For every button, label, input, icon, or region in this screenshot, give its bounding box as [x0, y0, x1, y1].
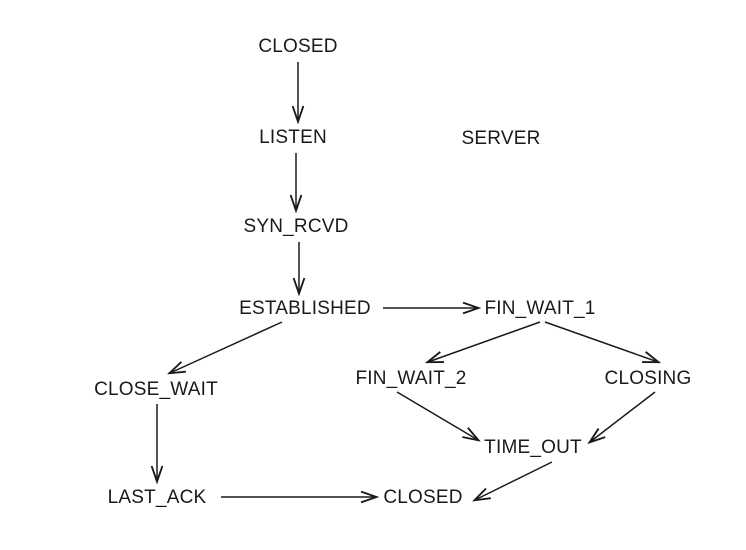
edge-fin-wait-2-to-time-out — [396, 391, 478, 440]
edge-established-to-close-wait — [170, 321, 283, 373]
state-node-closed-bottom: CLOSED — [383, 487, 463, 508]
state-node-fin-wait-2: FIN_WAIT_2 — [355, 368, 467, 389]
edge-closing-to-time-out — [590, 391, 656, 442]
state-node-syn-rcvd: SYN_RCVD — [243, 216, 349, 237]
state-node-last-ack: LAST_ACK — [107, 487, 207, 508]
state-node-listen: LISTEN — [259, 127, 327, 148]
state-node-time-out: TIME_OUT — [484, 437, 582, 458]
state-node-close-wait: CLOSE_WAIT — [94, 379, 218, 400]
state-node-closed-top: CLOSED — [258, 36, 338, 57]
edge-fin-wait-1-to-fin-wait-2 — [428, 321, 541, 362]
edge-time-out-to-closed-bottom — [475, 461, 553, 500]
state-node-fin-wait-1: FIN_WAIT_1 — [484, 298, 596, 319]
state-node-established: ESTABLISHED — [239, 298, 371, 319]
edge-fin-wait-1-to-closing — [544, 321, 658, 362]
label-server-annotation: SERVER — [461, 128, 541, 149]
state-node-closing: CLOSING — [604, 368, 692, 389]
